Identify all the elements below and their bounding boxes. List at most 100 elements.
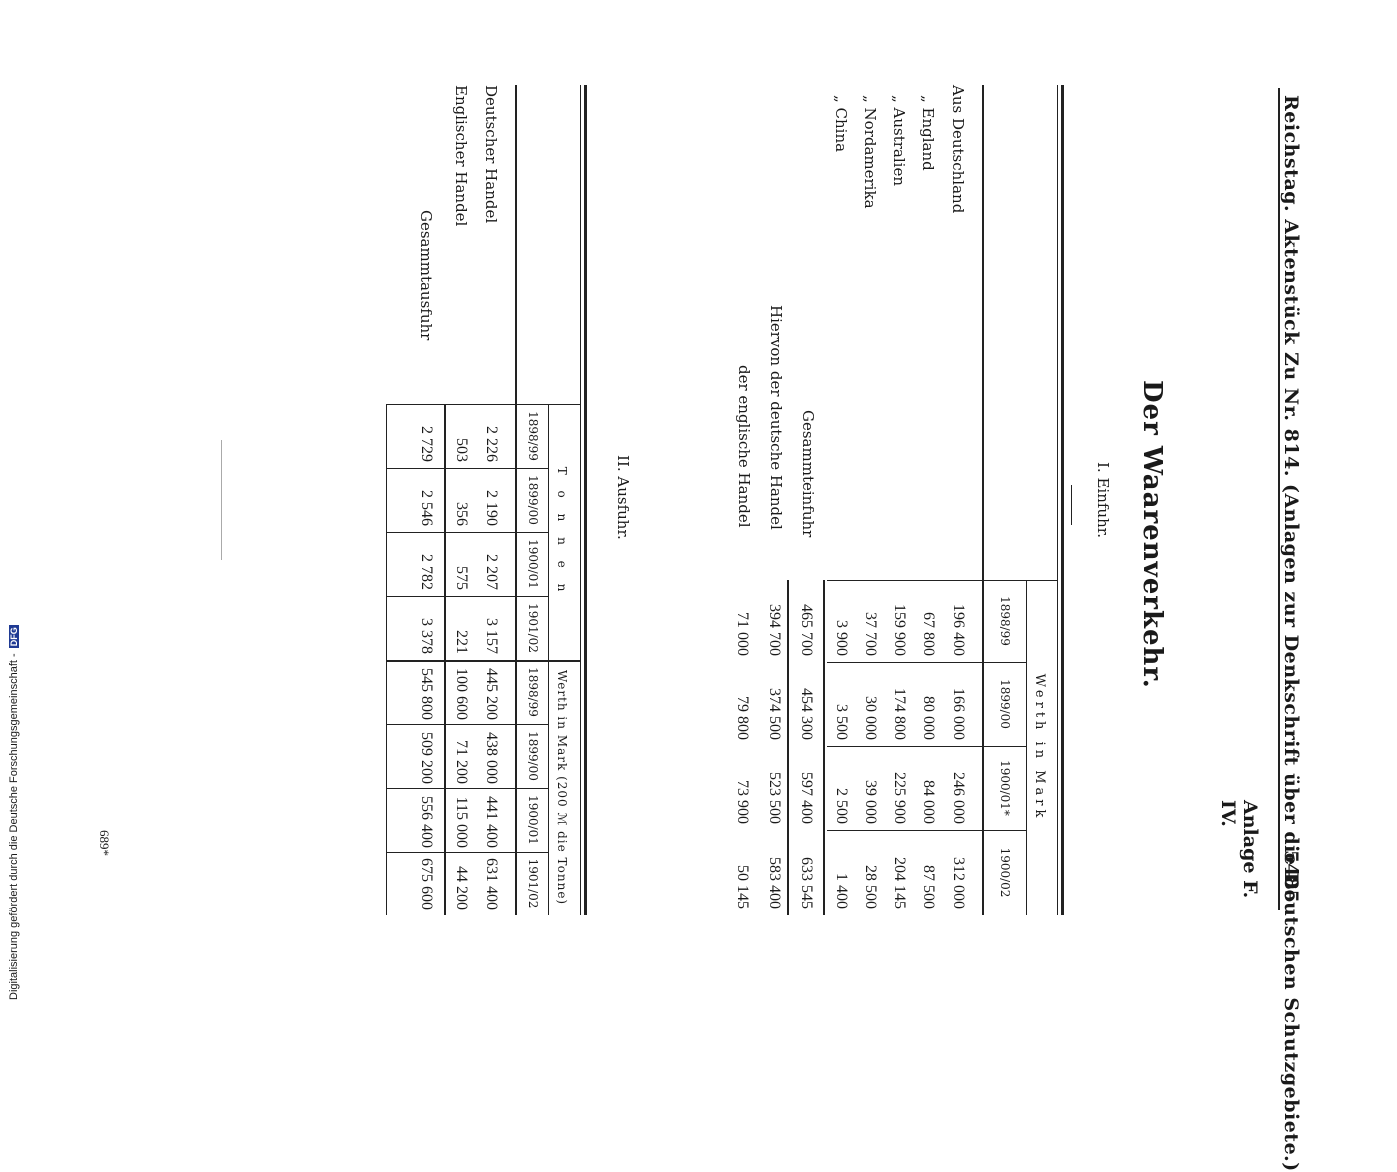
table1-total-cell: 633 545 — [798, 857, 815, 909]
table1-cell: 174 800 — [891, 688, 908, 740]
table1-total-cell: 454 300 — [798, 688, 815, 740]
table1-sub-cell: 583 400 — [766, 857, 783, 909]
table2-bottom-rule — [386, 404, 387, 915]
table1-top-rule-thin — [1057, 85, 1058, 915]
table1-year: 1900/01* — [998, 760, 1012, 816]
table2-cell: 2 226 — [483, 426, 500, 462]
table2-top-rule-thin — [580, 85, 581, 915]
table1-cell: 3 500 — [833, 704, 850, 740]
subtotal-rule — [787, 580, 789, 915]
total-rule — [823, 580, 825, 915]
rotated-sheet: Reichstag. Aktenstück Zu Nr. 814. (Anlag… — [97, 85, 1302, 1172]
table1-cell: 80 000 — [920, 696, 937, 740]
table1-row-label: „ Nordamerika — [861, 95, 879, 209]
table1-cell: 246 000 — [950, 772, 967, 824]
section-heading-ausfuhr: II. Ausfuhr. — [614, 455, 632, 540]
table2-cell: 221 — [453, 630, 470, 654]
table1-total-cell: 465 700 — [798, 604, 815, 656]
dfg-logo: DFG — [9, 625, 19, 649]
table2-year: 1901/02 — [526, 603, 540, 653]
table2-cell: 441 400 — [483, 796, 500, 848]
table2-cell: 631 400 — [483, 858, 500, 910]
table2-cell: 356 — [453, 502, 470, 526]
fold-line — [221, 440, 222, 560]
table1-sub-cell: 79 800 — [734, 696, 751, 740]
table1-cell: 166 000 — [950, 688, 967, 740]
table2-group-werth: Werth in Mark (200 ℳ die Tonne) — [555, 669, 569, 906]
table1-cell: 37 700 — [862, 612, 879, 656]
table1-sub-label: Hiervon der deutsche Handel — [767, 305, 785, 530]
table1-sub-cell: 71 000 — [734, 612, 751, 656]
table1-group-rule — [1026, 580, 1027, 915]
table2-total-cell: 675 600 — [418, 858, 435, 910]
table2-total-cell: 509 200 — [418, 732, 435, 784]
table1-cell: 225 900 — [891, 772, 908, 824]
table1-cell: 84 000 — [920, 780, 937, 824]
table1-year: 1900/02 — [998, 847, 1012, 898]
page-mark: 689* — [97, 830, 112, 856]
table1-row-label: „ Australien — [890, 95, 908, 187]
table2-total-cell: 2 782 — [418, 554, 435, 590]
table1-sub-cell: 50 145 — [734, 865, 751, 909]
table1-cell: 2 500 — [833, 788, 850, 824]
table2-year: 1900/01 — [526, 795, 540, 845]
footer: Digitalisierung gefördert durch die Deut… — [8, 0, 20, 1000]
table2-header-rule — [515, 85, 517, 915]
table2-cell: 2 207 — [483, 554, 500, 590]
table2-total-cell: 545 800 — [418, 668, 435, 720]
page-title: Der Waarenverkehr. — [1137, 380, 1167, 689]
table2-year: 1899/00 — [526, 475, 540, 525]
table2-top-rule — [584, 85, 587, 915]
table2-total-cell: 2 729 — [418, 426, 435, 462]
table1-top-rule — [1061, 85, 1064, 915]
table2-total-cell: 3 378 — [418, 618, 435, 654]
table2-group-tonnen: T o n n e n — [555, 466, 569, 598]
table2-year: 1899/00 — [526, 731, 540, 781]
table2-cell: 575 — [453, 566, 470, 590]
table1-cell: 196 400 — [950, 604, 967, 656]
table1-total-label: Gesammteinfuhr — [799, 410, 817, 538]
document-page: Reichstag. Aktenstück Zu Nr. 814. (Anlag… — [8, 0, 1302, 1172]
table1-cell: 87 500 — [920, 865, 937, 909]
table1-year: 1899/00 — [998, 679, 1012, 729]
table1-cell: 312 000 — [950, 857, 967, 909]
table1-year: 1898/99 — [998, 596, 1012, 646]
table1-cell: 28 500 — [862, 865, 879, 909]
table2-year: 1901/02 — [526, 858, 540, 909]
section-divider — [1071, 485, 1072, 525]
table1-group-header: Werth in Mark — [1032, 673, 1047, 822]
header-rule — [1278, 88, 1280, 910]
table2-total-rule — [444, 404, 446, 915]
table2-row-label: Englischer Handel — [452, 85, 470, 227]
table2-cell: 3 157 — [483, 618, 500, 654]
table1-cell: 204 145 — [891, 857, 908, 909]
table2-year: 1898/99 — [526, 667, 540, 717]
table2-cell: 438 000 — [483, 732, 500, 784]
table2-cell: 100 600 — [453, 668, 470, 720]
annex-label: Anlage F. IV. — [1217, 800, 1261, 899]
table2-cell: 71 200 — [453, 740, 470, 784]
table1-row-label: „ China — [832, 95, 850, 153]
table2-total-label: Gesammtausfuhr — [417, 210, 435, 341]
table1-cell: 1 400 — [833, 873, 850, 909]
table1-cell: 30 000 — [862, 696, 879, 740]
table1-sub-cell: 73 900 — [734, 780, 751, 824]
table2-total-cell: 2 546 — [418, 490, 435, 526]
table1-sub-cell: 374 500 — [766, 688, 783, 740]
table2-row-label: Deutscher Handel — [482, 85, 500, 224]
table2-total-cell: 556 400 — [418, 796, 435, 848]
table1-cell: 3 900 — [833, 620, 850, 656]
table1-row-label: „ England — [919, 95, 937, 171]
table2-cell: 115 000 — [453, 796, 470, 848]
table1-sub-label: der englische Handel — [735, 365, 753, 528]
table2-cell: 2 190 — [483, 490, 500, 526]
table2-cell: 503 — [453, 438, 470, 462]
table2-cell: 44 200 — [453, 866, 470, 910]
table1-total-cell: 597 400 — [798, 772, 815, 824]
footer-text: Digitalisierung gefördert durch die Deut… — [8, 653, 20, 1000]
table2-year: 1898/99 — [526, 411, 540, 461]
table1-row-label: Aus Deutschland — [949, 85, 967, 214]
table1-cell: 159 900 — [891, 604, 908, 656]
page-number: 5485 — [1280, 850, 1302, 903]
table1-cell: 67 800 — [920, 612, 937, 656]
